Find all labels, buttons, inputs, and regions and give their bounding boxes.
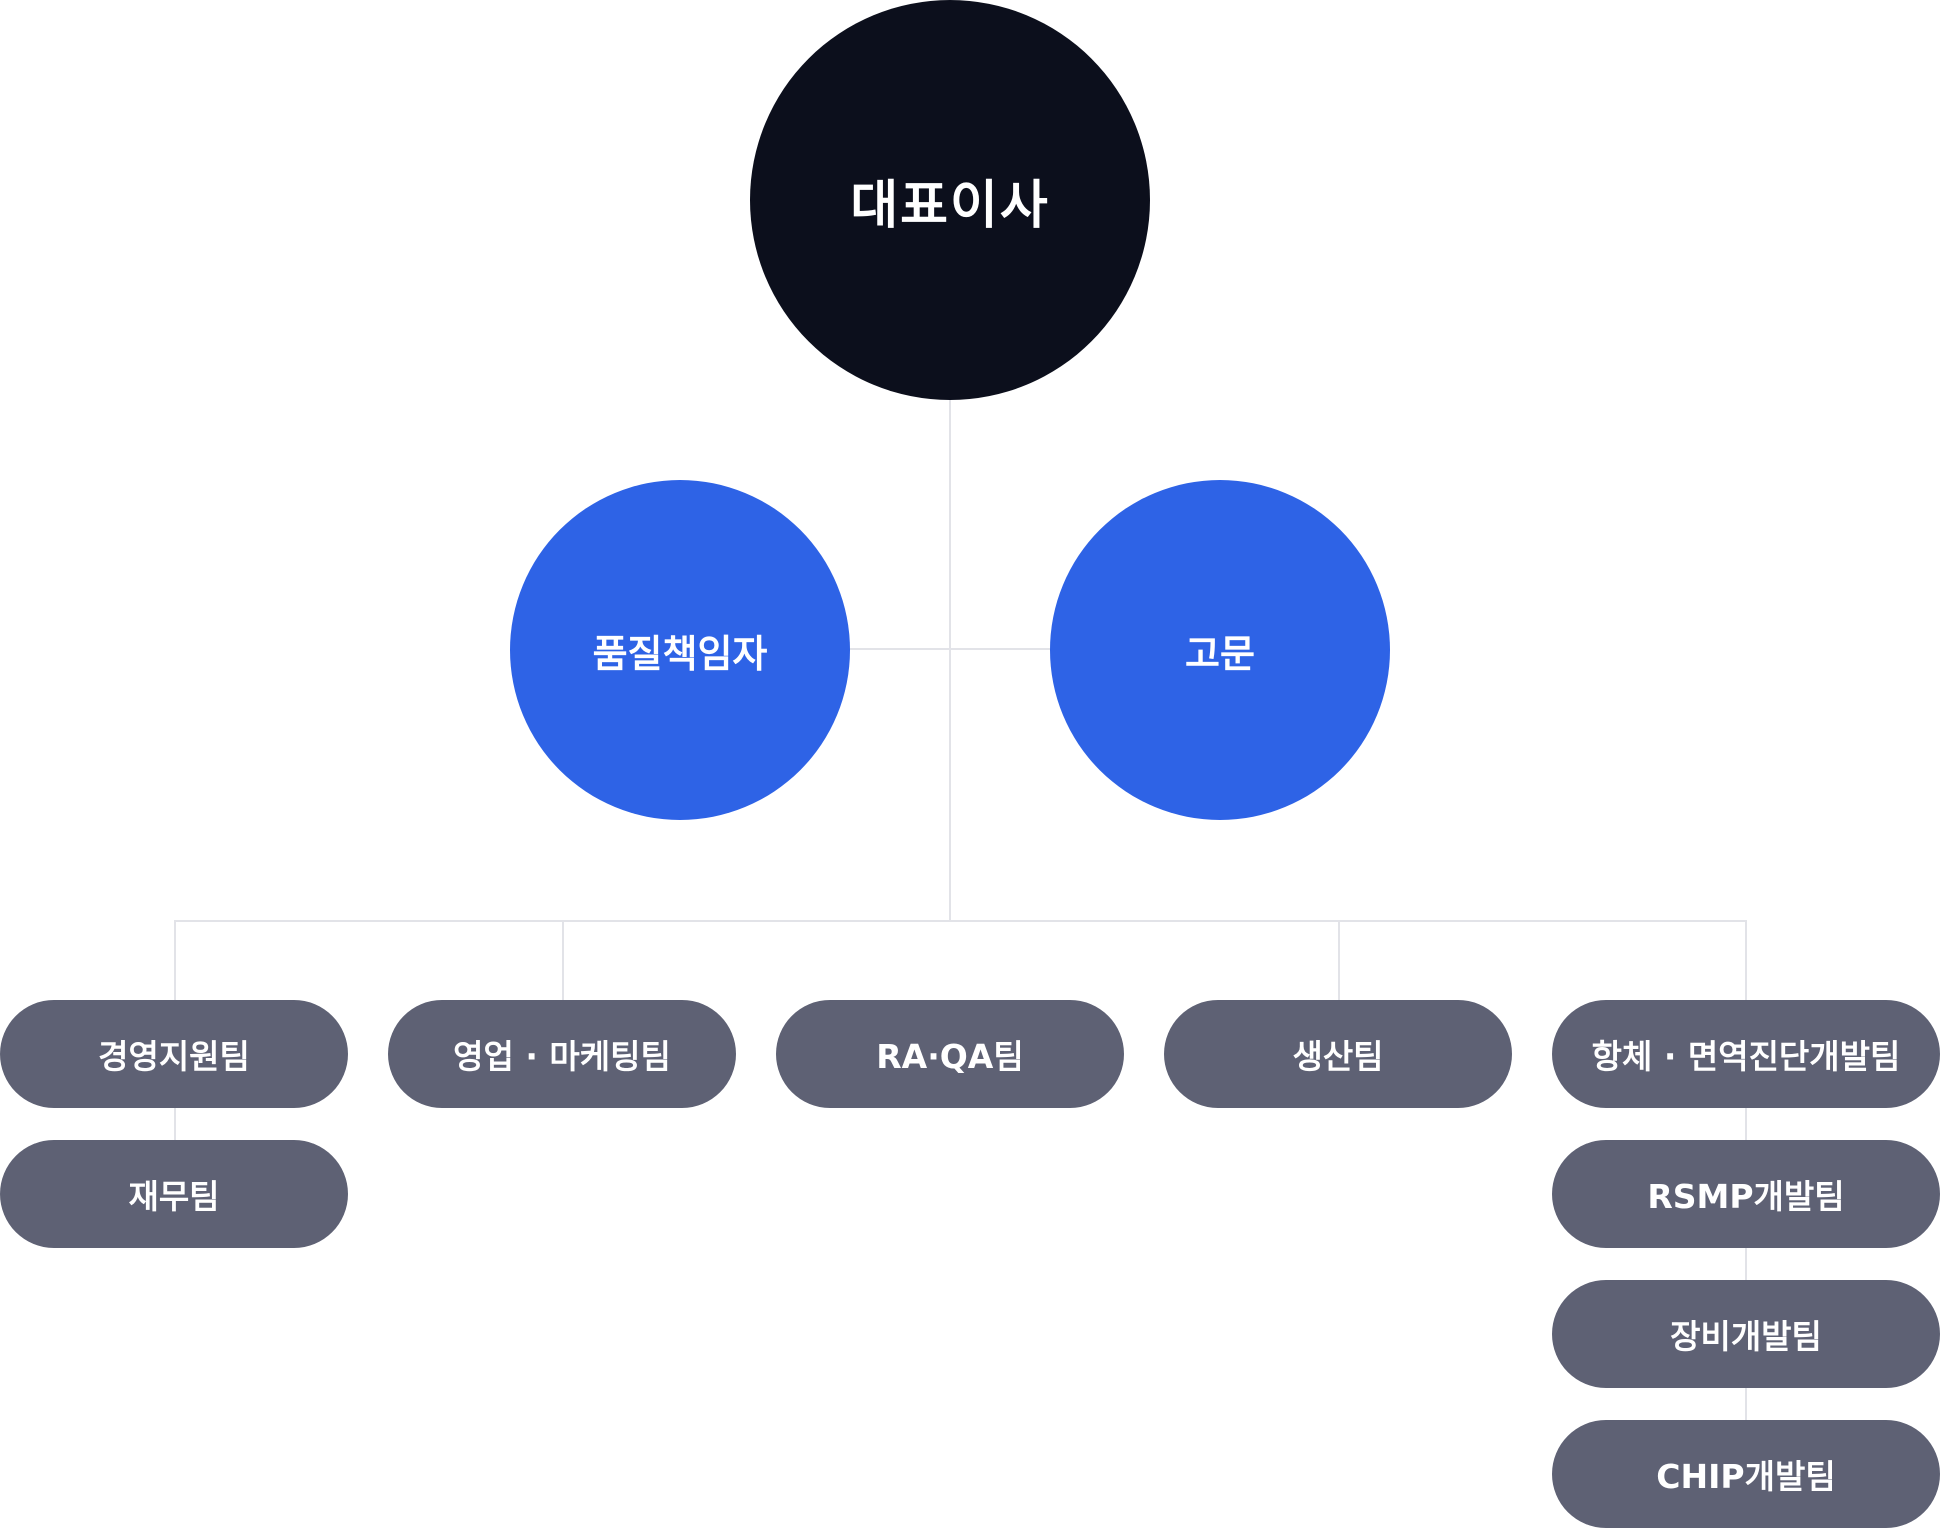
team-node-management-support: 경영지원팀 (0, 1000, 348, 1108)
connector-ceo-trunk (949, 395, 951, 921)
connector-team-5 (1745, 920, 1747, 1002)
team-node-ra-qa: RA·QA팀 (776, 1000, 1124, 1108)
subteam-node-finance: 재무팀 (0, 1140, 348, 1248)
team-label: RA·QA팀 (876, 1037, 1024, 1076)
subteam-node-equipment: 장비개발팀 (1552, 1280, 1940, 1388)
subteam-node-rsmp: RSMP개발팀 (1552, 1140, 1940, 1248)
subteam-label: 재무팀 (128, 1177, 220, 1216)
team-label: 생산팀 (1292, 1037, 1384, 1076)
connector-sub-chip (1745, 1388, 1747, 1422)
team-label: 경영지원팀 (98, 1037, 250, 1076)
connector-team-2 (562, 920, 564, 1002)
quality-manager-label: 품질책임자 (592, 631, 768, 676)
subteam-label: 장비개발팀 (1670, 1317, 1822, 1356)
connector-sub-equipment (1745, 1248, 1747, 1282)
subteam-label: RSMP개발팀 (1647, 1177, 1845, 1216)
ceo-label: 대표이사 (850, 175, 1050, 236)
advisor-node: 고문 (1050, 480, 1390, 820)
connector-side-branch (848, 648, 1052, 650)
team-label: 항체 · 면역진단개발팀 (1591, 1037, 1901, 1076)
team-label: 영업 · 마케팅팀 (453, 1037, 671, 1076)
connector-sub-rsmp (1745, 1108, 1747, 1142)
quality-manager-node: 품질책임자 (510, 480, 850, 820)
team-node-sales-marketing: 영업 · 마케팅팀 (388, 1000, 736, 1108)
advisor-label: 고문 (1185, 631, 1255, 676)
team-node-production: 생산팀 (1164, 1000, 1512, 1108)
team-node-antibody-immunodiagnostics: 항체 · 면역진단개발팀 (1552, 1000, 1940, 1108)
connector-team-4 (1338, 920, 1340, 1002)
connector-team-bus (174, 920, 1747, 922)
connector-team-1 (174, 920, 176, 1002)
subteam-label: CHIP개발팀 (1656, 1457, 1836, 1496)
ceo-node: 대표이사 (750, 0, 1150, 400)
subteam-node-chip: CHIP개발팀 (1552, 1420, 1940, 1528)
connector-sub-finance (174, 1108, 176, 1142)
